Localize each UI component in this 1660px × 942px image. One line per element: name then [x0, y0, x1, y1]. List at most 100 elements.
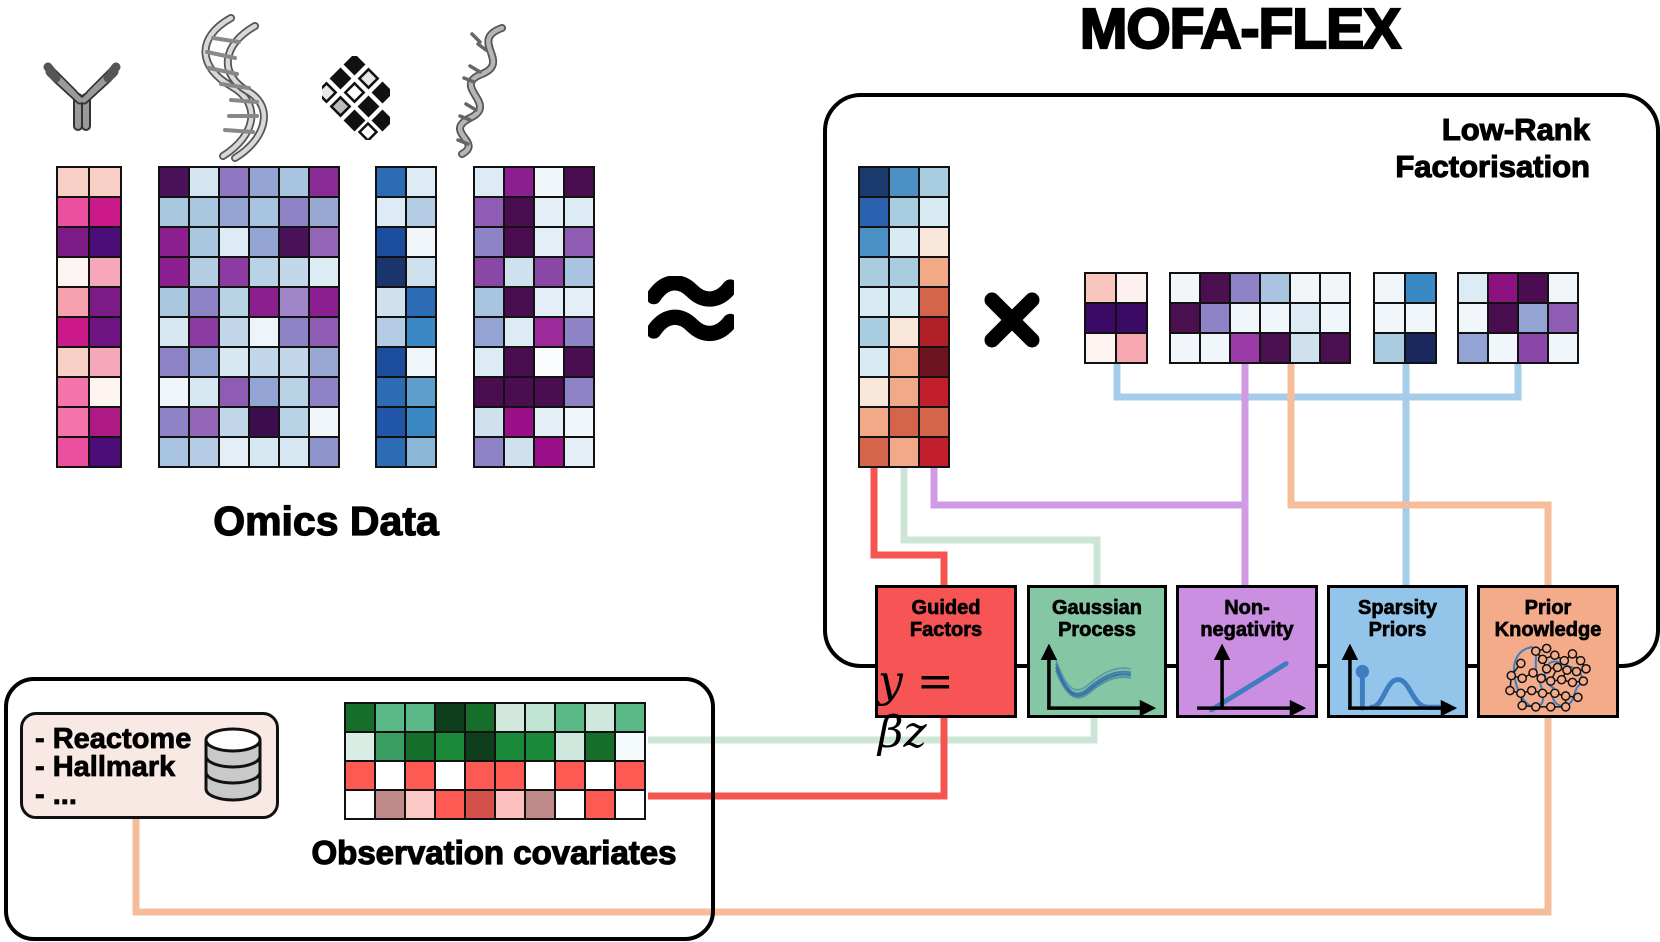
network-node: [1536, 673, 1547, 683]
matrix-cell: [535, 228, 563, 256]
network-node: [1530, 646, 1541, 656]
matrix-cell: [190, 378, 218, 406]
matrix-cell: [890, 318, 918, 346]
matrix-cell: [310, 198, 338, 226]
matrix-cell: [90, 378, 120, 406]
matrix-cell: [1086, 274, 1115, 302]
matrix-cell: [890, 288, 918, 316]
matrix-cell: [407, 168, 435, 196]
prior-knowledge-title: Prior Knowledge: [1494, 597, 1602, 642]
matrix-cell: [58, 348, 88, 376]
matrix-cell: [860, 348, 888, 376]
matrix-cell: [1171, 274, 1199, 302]
matrix-cell: [920, 408, 948, 436]
covariates-panel: [4, 677, 715, 941]
matrix-cell: [90, 408, 120, 436]
matrix-cell: [310, 378, 338, 406]
matrix-cell: [436, 791, 464, 818]
matrix-cell: [1406, 274, 1435, 302]
guided-factors-title: Guided Factors: [909, 597, 983, 642]
matrix-cell: [406, 762, 434, 789]
matrix-cell: [505, 288, 533, 316]
matrix-cell: [860, 198, 888, 226]
matrix-cell: [160, 258, 188, 286]
matrix-cell: [616, 704, 644, 731]
weight-matrix-4: [1457, 272, 1579, 364]
matrix-cell: [1375, 274, 1404, 302]
matrix-cell: [220, 408, 248, 436]
matrix-cell: [310, 318, 338, 346]
matrix-cell: [890, 438, 918, 466]
matrix-cell: [250, 318, 278, 346]
matrix-cell: [586, 733, 614, 760]
network-node: [1545, 701, 1556, 712]
antibody-icon: [43, 62, 121, 131]
multiply-symbol: [984, 292, 1040, 348]
matrix-cell: [475, 408, 503, 436]
matrix-cell: [920, 378, 948, 406]
matrix-cell: [90, 288, 120, 316]
matrix-cell: [250, 378, 278, 406]
matrix-cell: [920, 438, 948, 466]
matrix-cell: [280, 378, 308, 406]
matrix-cell: [376, 733, 404, 760]
matrix-cell: [377, 438, 405, 466]
matrix-cell: [90, 168, 120, 196]
approx-symbol: [648, 276, 734, 342]
matrix-cell: [860, 288, 888, 316]
network-node: [1578, 675, 1589, 686]
sparsity-weights-line: [1113, 360, 1522, 401]
matrix-cell: [250, 348, 278, 376]
matrix-cell: [250, 288, 278, 316]
matrix-cell: [310, 438, 338, 466]
matrix-cell: [920, 348, 948, 376]
matrix-cell: [436, 704, 464, 731]
matrix-cell: [58, 258, 88, 286]
matrix-cell: [920, 168, 948, 196]
network-node: [1530, 701, 1541, 712]
matrix-cell: [346, 704, 374, 731]
matrix-cell: [190, 438, 218, 466]
matrix-cell: [280, 408, 308, 436]
matrix-cell: [1375, 304, 1404, 332]
matrix-cell: [890, 228, 918, 256]
matrix-cell: [890, 168, 918, 196]
matrix-cell: [1261, 304, 1289, 332]
matrix-cell: [475, 378, 503, 406]
matrix-cell: [475, 318, 503, 346]
network-node: [1559, 655, 1570, 666]
matrix-cell: [1549, 274, 1577, 302]
matrix-cell: [220, 168, 248, 196]
matrix-cell: [377, 258, 405, 286]
omics-matrix-snp: [375, 166, 437, 468]
non-negativity-box: Non- negativity: [1176, 585, 1318, 718]
matrix-cell: [1321, 274, 1349, 302]
prior-knowledge-box: Prior Knowledge: [1477, 585, 1619, 718]
matrix-cell: [377, 318, 405, 346]
matrix-cell: [475, 198, 503, 226]
matrix-cell: [58, 438, 88, 466]
matrix-cell: [377, 348, 405, 376]
matrix-cell: [1489, 274, 1517, 302]
matrix-cell: [1231, 304, 1259, 332]
sparsity-priors-box: Sparsity Priors: [1327, 585, 1468, 718]
network-node: [1541, 663, 1552, 674]
network-node: [1567, 677, 1578, 688]
matrix-cell: [436, 762, 464, 789]
matrix-cell: [1406, 304, 1435, 332]
matrix-cell: [535, 318, 563, 346]
snp-array-icon: [322, 56, 390, 140]
weight-matrix-3: [1373, 272, 1437, 364]
covariates-label: Observation covariates: [311, 833, 677, 871]
matrix-cell: [250, 438, 278, 466]
matrix-cell: [505, 318, 533, 346]
matrix-cell: [190, 288, 218, 316]
matrix-cell: [890, 348, 918, 376]
guided-covariate-line: [648, 716, 948, 800]
kb-item-more: - ...: [35, 779, 78, 811]
matrix-cell: [1117, 274, 1146, 302]
matrix-cell: [565, 408, 593, 436]
matrix-cell: [860, 258, 888, 286]
matrix-cell: [505, 348, 533, 376]
matrix-cell: [377, 408, 405, 436]
